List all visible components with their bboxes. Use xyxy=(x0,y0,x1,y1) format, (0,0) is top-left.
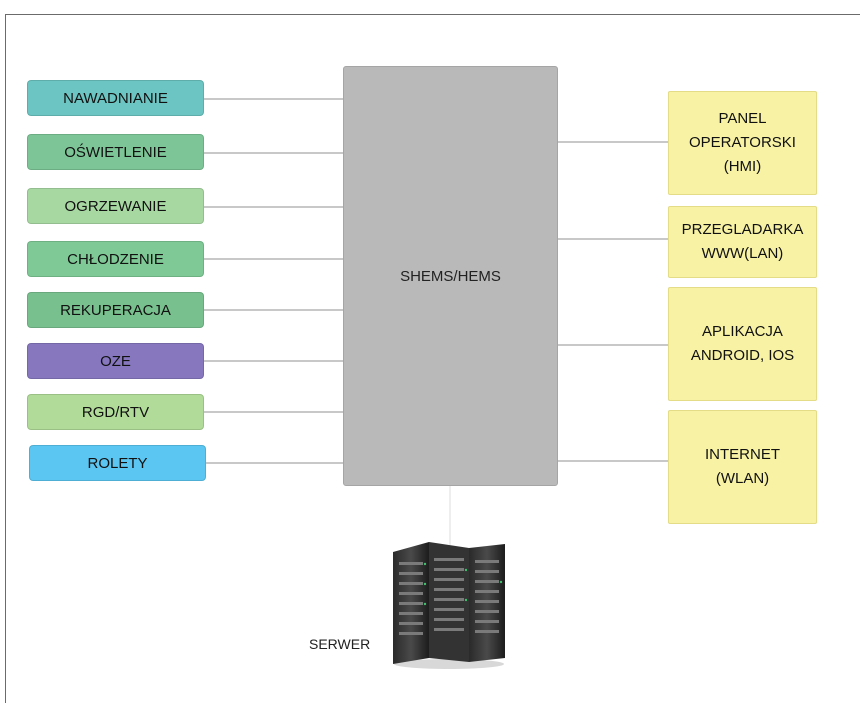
input-nawadnianie: NAWADNIANIE xyxy=(27,80,204,116)
input-ogrzewanie: OGRZEWANIE xyxy=(27,188,204,224)
input-label: OŚWIETLENIE xyxy=(64,143,167,161)
hub-label: SHEMS/HEMS xyxy=(400,267,501,285)
input-rgd-rtv: RGD/RTV xyxy=(27,394,204,430)
server-rack-icon xyxy=(393,542,505,669)
input-label: RGD/RTV xyxy=(81,403,150,421)
output-internet: INTERNET (WLAN) xyxy=(668,410,817,524)
input-rolety: ROLETY xyxy=(29,445,206,481)
input-oze: OZE xyxy=(27,343,204,379)
output-label: PRZEGLADARKA WWW(LAN) xyxy=(681,221,804,262)
output-label: APLIKACJA ANDROID, IOS xyxy=(690,323,795,364)
output-panel-operatorski: PANEL OPERATORSKI (HMI) xyxy=(668,91,817,195)
input-label: OZE xyxy=(100,352,131,370)
input-label: ROLETY xyxy=(87,454,148,472)
input-rekuperacja: REKUPERACJA xyxy=(27,292,204,328)
input-oswietlenie: OŚWIETLENIE xyxy=(27,134,204,170)
input-label: NAWADNIANIE xyxy=(63,89,168,107)
output-przegladarka: PRZEGLADARKA WWW(LAN) xyxy=(668,206,817,278)
server-label: SERWER xyxy=(309,636,371,652)
output-label: INTERNET (WLAN) xyxy=(705,446,780,487)
hub-shems-hems: SHEMS/HEMS xyxy=(343,66,558,486)
diagram-frame xyxy=(5,14,860,703)
input-chlodzenie: CHŁODZENIE xyxy=(27,241,204,277)
output-label: PANEL OPERATORSKI (HMI) xyxy=(689,110,796,175)
input-label: REKUPERACJA xyxy=(60,301,171,319)
input-label: CHŁODZENIE xyxy=(67,250,164,268)
input-label: OGRZEWANIE xyxy=(64,197,167,215)
output-aplikacja: APLIKACJA ANDROID, IOS xyxy=(668,287,817,401)
